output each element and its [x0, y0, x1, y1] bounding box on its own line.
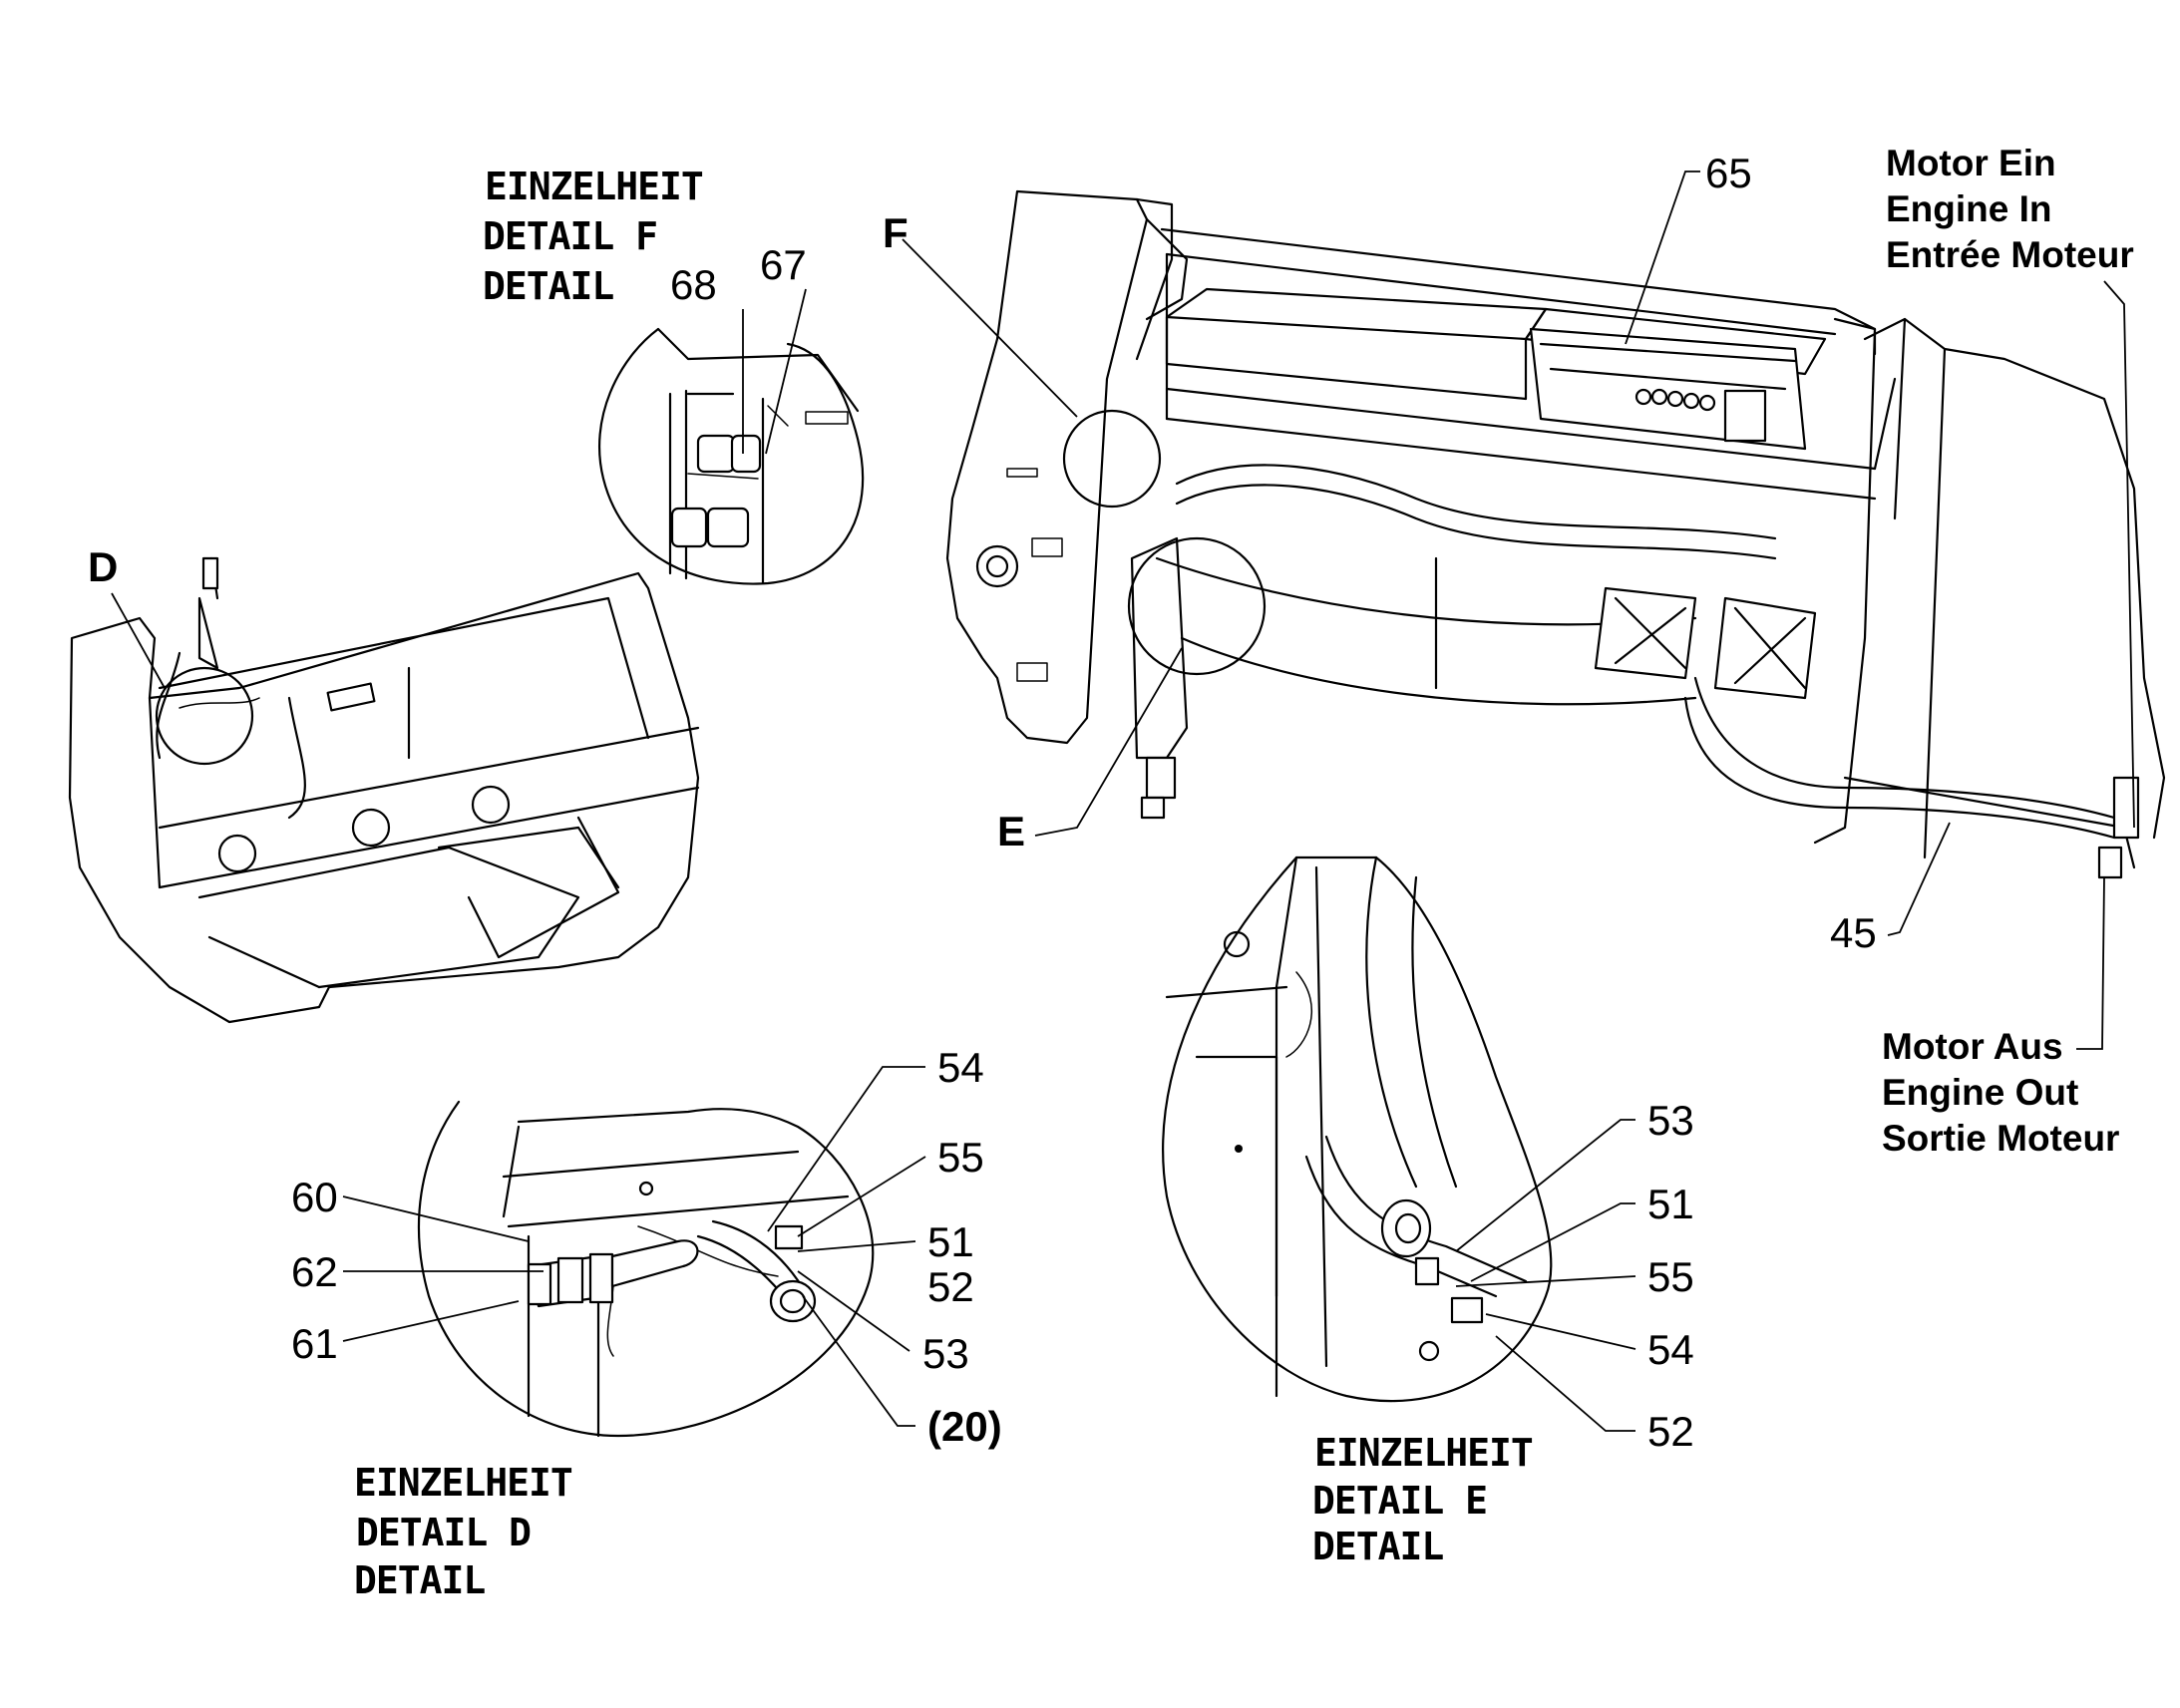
leader-e-55	[1455, 1275, 1636, 1287]
callout-d-61: 61	[291, 1320, 338, 1367]
leader-e-53	[1455, 1119, 1635, 1252]
view-marker-f: F	[883, 209, 908, 256]
detail-e-title-line3: DETAIL	[1312, 1525, 1443, 1568]
callout-e-54: 54	[1647, 1326, 1694, 1373]
callout-65: 65	[1705, 150, 1752, 196]
view-marker-d: D	[88, 543, 118, 590]
leader-d-61	[342, 1300, 520, 1342]
callout-45: 45	[1830, 909, 1877, 956]
detail-f-title-line3: DETAIL	[483, 264, 613, 308]
leader-engine-out	[2076, 876, 2105, 1050]
detail-d-view	[417, 1100, 875, 1438]
callout-67: 67	[760, 241, 807, 288]
main-assembly-view	[945, 189, 2166, 879]
detail-d-title: EINZELHEIT DETAIL D DETAIL	[354, 1461, 573, 1602]
detail-d-title-line2: DETAIL D	[356, 1511, 531, 1554]
callout-e-52: 52	[1647, 1408, 1694, 1455]
callout-d-55: 55	[937, 1134, 984, 1181]
detail-d-title-line3: DETAIL	[354, 1558, 485, 1602]
leader-marker-f	[902, 238, 1078, 418]
callout-d-51: 51	[927, 1218, 974, 1265]
engine-in-label: Motor Ein Engine In Entrée Moteur	[1886, 143, 2134, 275]
detail-f-view	[598, 327, 865, 585]
leader-d-54	[767, 1066, 925, 1232]
leader-67	[765, 288, 807, 455]
leader-d-51	[797, 1240, 916, 1252]
leader-e-52	[1495, 1335, 1635, 1432]
callout-d-20: (20)	[927, 1403, 1002, 1450]
callout-d-53: 53	[922, 1330, 969, 1377]
callout-d-54: 54	[937, 1044, 984, 1091]
engine-in-line1: Motor Ein	[1886, 143, 2056, 183]
leader-d-53	[797, 1270, 910, 1352]
engine-in-line2: Engine In	[1886, 188, 2052, 229]
callout-68: 68	[670, 261, 717, 308]
engine-out-line2: Engine Out	[1882, 1072, 2078, 1113]
leader-e-54	[1485, 1313, 1636, 1350]
view-marker-e: E	[997, 808, 1025, 854]
callout-e-51: 51	[1647, 1181, 1694, 1227]
leader-45	[1887, 822, 1951, 936]
detail-e-view	[1162, 855, 1553, 1403]
engine-in-line3: Entrée Moteur	[1886, 234, 2134, 275]
leader-engine-in	[2103, 280, 2135, 829]
callout-d-52: 52	[927, 1263, 974, 1310]
leader-d-60	[342, 1196, 530, 1242]
detail-f-title-line2: DETAIL F	[483, 214, 657, 258]
detail-e-title: EINZELHEIT DETAIL E DETAIL	[1312, 1431, 1534, 1568]
callout-d-60: 60	[291, 1174, 338, 1220]
leader-d-55	[797, 1156, 926, 1237]
engine-out-label: Motor Aus Engine Out Sortie Moteur	[1882, 1026, 2119, 1159]
assembly-d-view	[68, 556, 700, 1024]
callout-e-55: 55	[1647, 1253, 1694, 1300]
leader-e-51	[1470, 1202, 1635, 1282]
detail-f-title: EINZELHEIT DETAIL F DETAIL	[483, 165, 704, 308]
leader-marker-e	[1034, 647, 1183, 837]
leader-marker-d	[111, 592, 166, 689]
leader-65	[1625, 171, 1700, 345]
detail-e-title-line1: EINZELHEIT	[1314, 1431, 1533, 1475]
detail-e-title-line2: DETAIL E	[1312, 1479, 1487, 1523]
callout-d-62: 62	[291, 1248, 338, 1295]
engine-out-line1: Motor Aus	[1882, 1026, 2063, 1067]
detail-d-title-line1: EINZELHEIT	[354, 1461, 572, 1505]
detail-f-title-line1: EINZELHEIT	[485, 165, 703, 208]
leader-d-20	[802, 1295, 915, 1427]
engine-out-line3: Sortie Moteur	[1882, 1118, 2119, 1159]
callout-e-53: 53	[1647, 1097, 1694, 1144]
